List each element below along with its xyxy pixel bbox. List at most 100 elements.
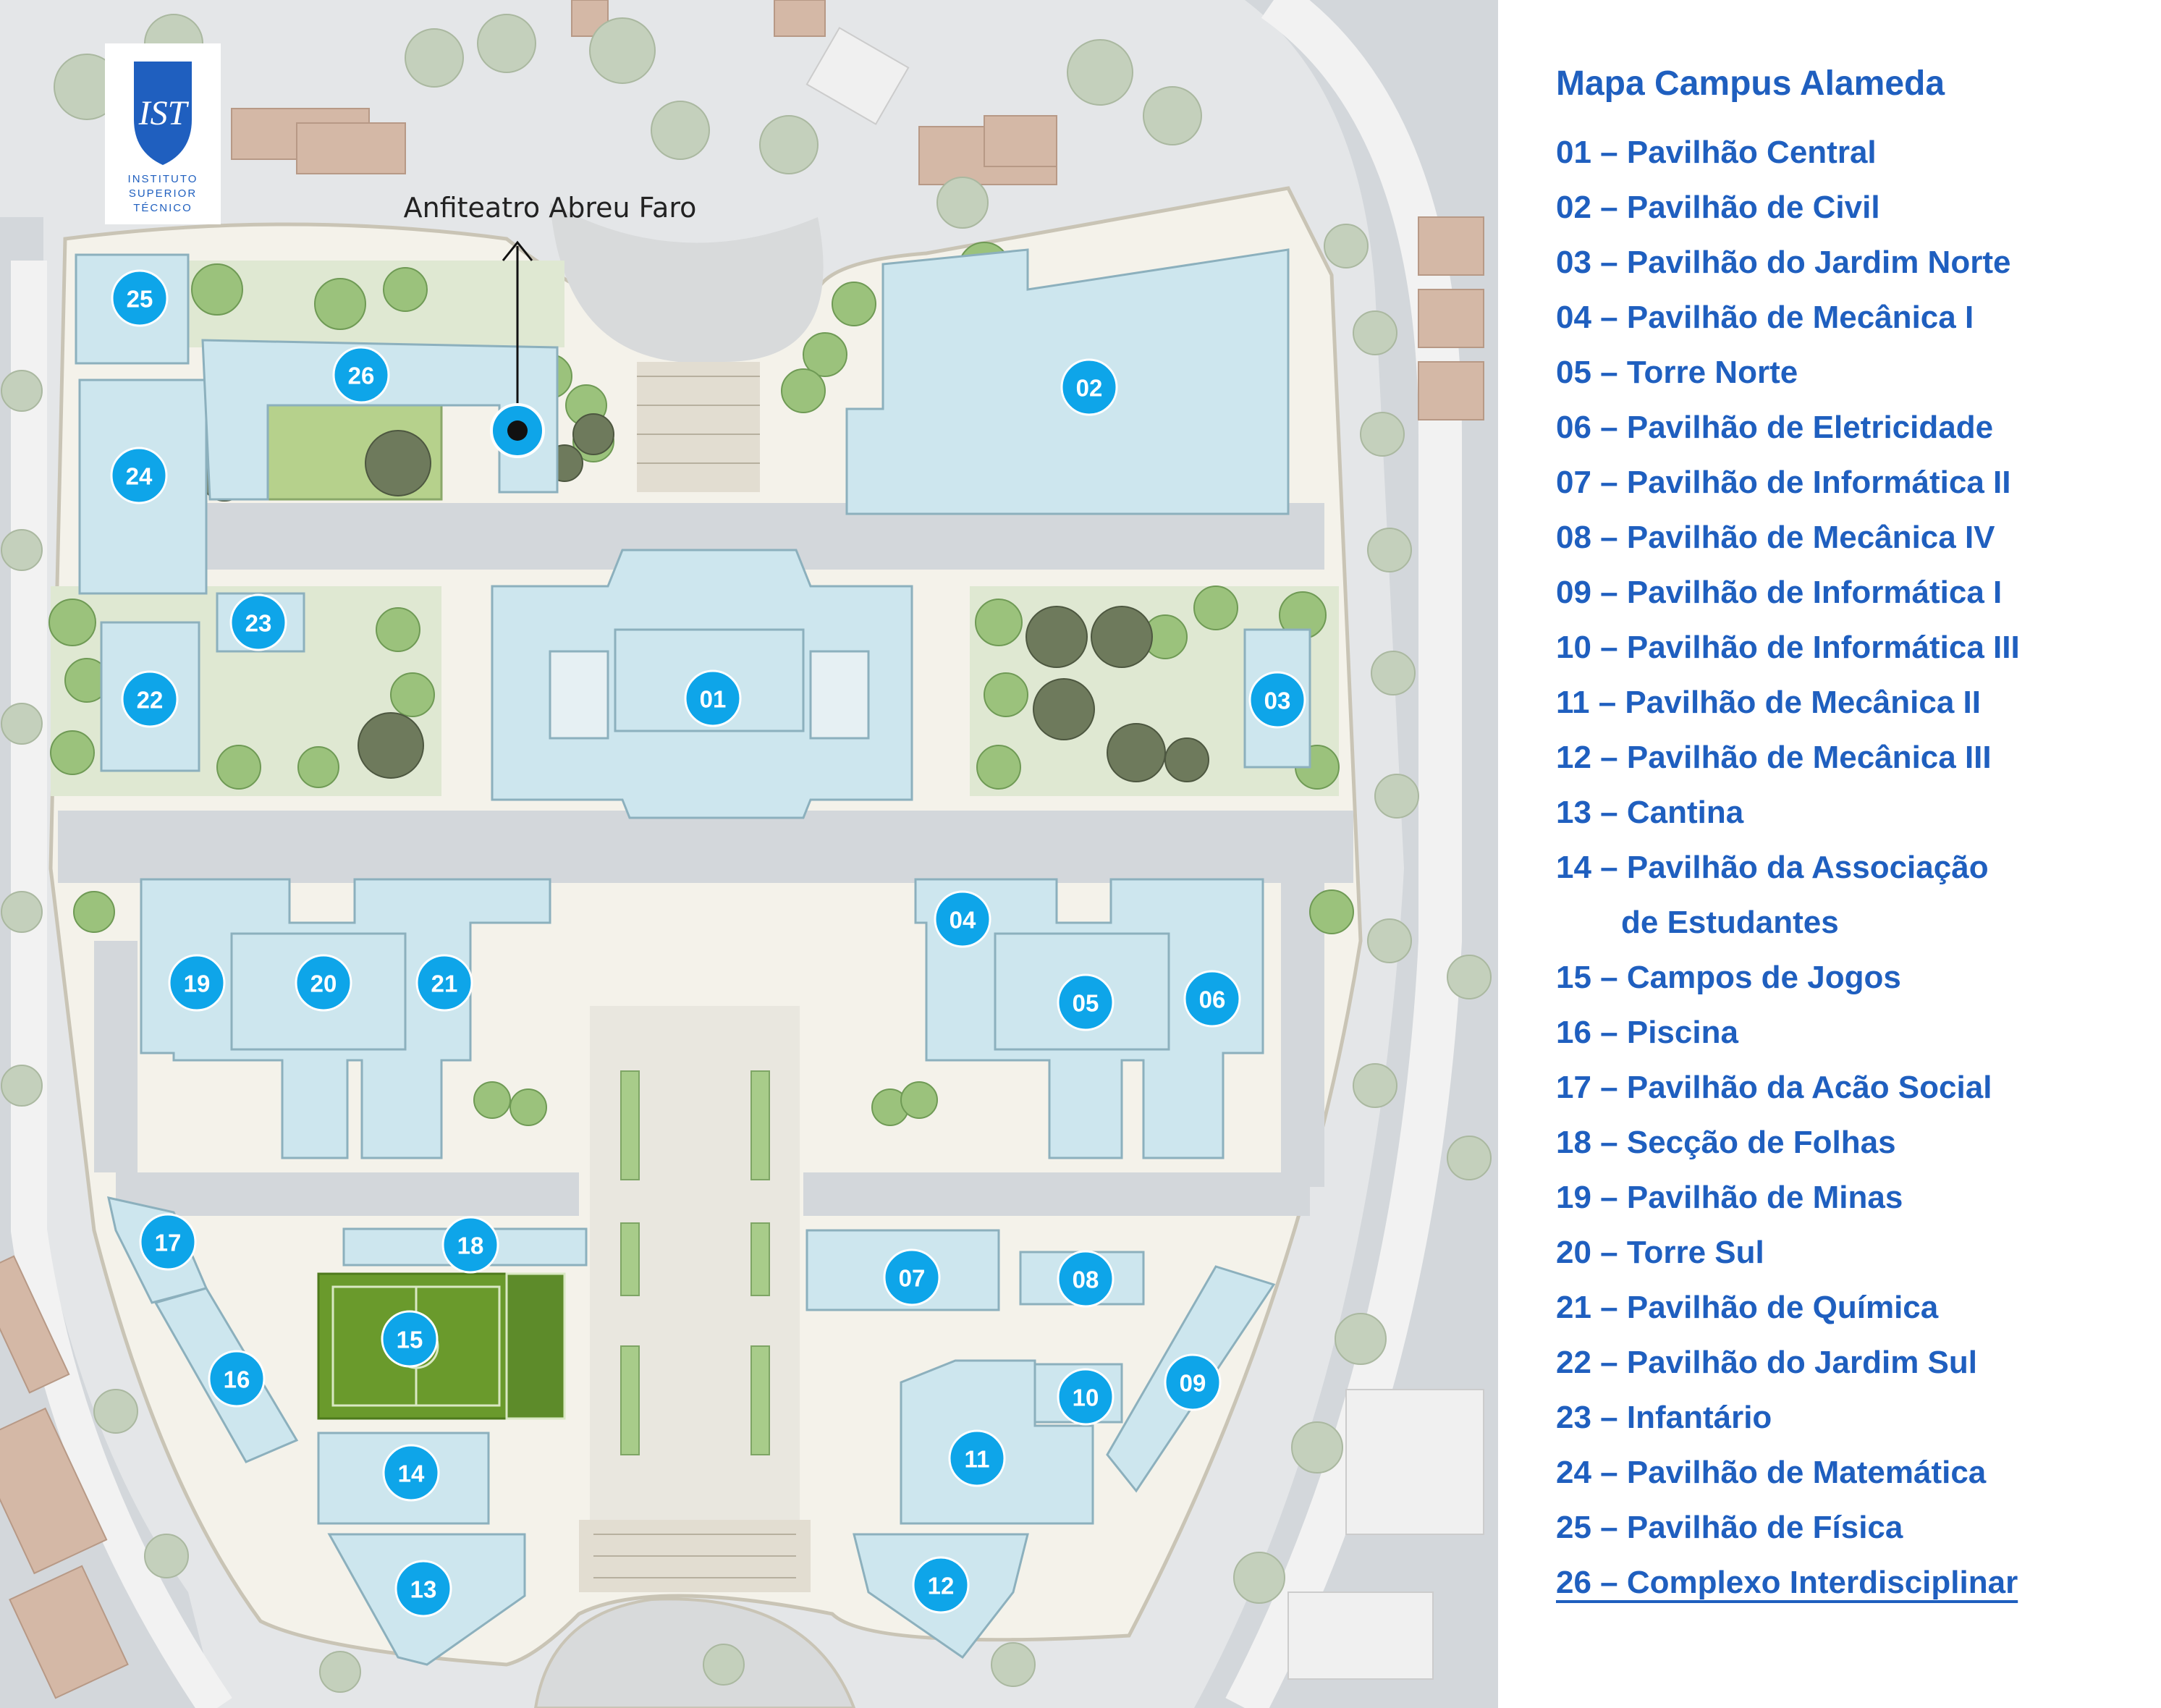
building-marker-19[interactable]: 19	[168, 954, 226, 1012]
building-marker-16[interactable]: 16	[208, 1350, 266, 1408]
campus-map: IST INSTITUTO SUPERIOR TÉCNICO Anfiteatr…	[0, 0, 1498, 1708]
building-marker-09[interactable]: 09	[1164, 1353, 1222, 1411]
legend-item: 17 – Pavilhão da Acão Social	[1556, 1070, 1992, 1105]
marker-circle	[415, 954, 473, 1012]
marker-circle	[912, 1556, 970, 1614]
legend-item: 18 – Secção de Folhas	[1556, 1125, 1896, 1160]
marker-label: 26	[348, 363, 375, 389]
building-marker-25[interactable]: 25	[111, 269, 169, 327]
marker-label: 08	[1073, 1267, 1099, 1293]
marker-label: 10	[1073, 1384, 1099, 1411]
marker-label: 03	[1264, 688, 1291, 714]
west-road-strip	[94, 941, 138, 1172]
legend-item: 06 – Pavilhão de Eletricidade	[1556, 410, 1994, 445]
legend-item: 24 – Pavilhão de Matemática	[1556, 1455, 1987, 1490]
building-marker-24[interactable]: 24	[110, 447, 168, 504]
building-marker-11[interactable]: 11	[948, 1429, 1006, 1487]
marker-label: 02	[1076, 375, 1103, 402]
marker-circle	[684, 669, 742, 727]
central-internal-road	[58, 811, 1353, 883]
building-marker-07[interactable]: 07	[883, 1248, 941, 1306]
marker-circle	[110, 447, 168, 504]
legend-item: 12 – Pavilhão de Mecânica III	[1556, 740, 1992, 775]
marker-circle	[1057, 1250, 1115, 1308]
marker-circle	[394, 1560, 452, 1618]
building-marker-06[interactable]: 06	[1183, 970, 1241, 1028]
building-marker-08[interactable]: 08	[1057, 1250, 1115, 1308]
ist-logo: IST INSTITUTO SUPERIOR TÉCNICO	[105, 43, 221, 224]
marker-label: 24	[126, 463, 153, 490]
building-marker-12[interactable]: 12	[912, 1556, 970, 1614]
legend-item: 26 – Complexo Interdisciplinar	[1556, 1565, 2018, 1600]
marker-label: 21	[431, 971, 458, 997]
building-marker-23[interactable]: 23	[229, 593, 287, 651]
marker-label: 13	[410, 1576, 437, 1603]
marker-circle	[1057, 1368, 1115, 1426]
marker-circle	[948, 1429, 1006, 1487]
anfiteatro-label: Anfiteatro Abreu Faro	[404, 192, 697, 224]
building-markers: 01 02 03 04 05 06 07 08 09 10 11 12 13 14 15 16 17 18 19 20…	[110, 269, 1306, 1618]
building-marker-21[interactable]: 21	[415, 954, 473, 1012]
building-marker-20[interactable]: 20	[295, 954, 352, 1012]
building-marker-04[interactable]: 04	[934, 890, 991, 948]
legend-item: 08 – Pavilhão de Mecânica IV	[1556, 520, 1995, 555]
surrounding-houses	[0, 0, 1484, 1699]
marker-circle	[332, 346, 390, 404]
legend-item: 01 – Pavilhão Central	[1556, 135, 1877, 170]
building-marker-15[interactable]: 15	[381, 1310, 439, 1368]
legend-item: 09 – Pavilhão de Informática I	[1556, 575, 2003, 610]
east-road-strip	[1281, 883, 1324, 1187]
marker-circle	[111, 269, 169, 327]
marker-label: 25	[127, 286, 153, 313]
marker-label: 12	[928, 1573, 955, 1599]
marker-circle	[1248, 671, 1306, 729]
legend-item: 04 – Pavilhão de Mecânica I	[1556, 300, 1974, 335]
marker-label: 18	[457, 1233, 484, 1259]
legend-item: 02 – Pavilhão de Civil	[1556, 190, 1880, 225]
marker-label: 11	[965, 1446, 990, 1473]
legend-item: 20 – Torre Sul	[1556, 1235, 1764, 1270]
map-legend: Mapa Campus Alameda 01 – Pavilhão Centra…	[1556, 64, 2135, 1610]
marker-label: 14	[398, 1460, 425, 1487]
marker-circle	[1183, 970, 1241, 1028]
marker-label: 22	[137, 687, 164, 714]
marker-circle	[1164, 1353, 1222, 1411]
marker-circle	[121, 670, 179, 728]
marker-circle	[1057, 973, 1115, 1031]
legend-list: 01 – Pavilhão Central 02 – Pavilhão de Ci…	[1556, 125, 2135, 1610]
marker-label: 17	[155, 1230, 182, 1256]
building-marker-01[interactable]: 01	[684, 669, 742, 727]
legend-item: 15 – Campos de Jogos	[1556, 960, 1901, 995]
marker-circle	[139, 1213, 197, 1271]
legend-item: 25 – Pavilhão de Física	[1556, 1510, 1903, 1545]
logo-line-2: SUPERIOR	[129, 187, 197, 200]
marker-circle	[168, 954, 226, 1012]
building-marker-18[interactable]: 18	[441, 1216, 499, 1274]
building-marker-10[interactable]: 10	[1057, 1368, 1115, 1426]
marker-circle	[934, 890, 991, 948]
marker-circle	[295, 954, 352, 1012]
marker-label: 20	[310, 971, 337, 997]
legend-item: 23 – Infantário	[1556, 1400, 1772, 1435]
legend-item: 07 – Pavilhão de Informática II	[1556, 465, 2011, 500]
marker-circle	[381, 1310, 439, 1368]
buildings	[75, 248, 1311, 1666]
building-marker-13[interactable]: 13	[394, 1560, 452, 1618]
building-marker-05[interactable]: 05	[1057, 973, 1115, 1031]
building-marker-17[interactable]: 17	[139, 1213, 197, 1271]
building-marker-02[interactable]: 02	[1060, 358, 1118, 416]
marker-label: 04	[950, 907, 976, 934]
building-marker-26[interactable]: 26	[332, 346, 390, 404]
marker-label: 05	[1073, 990, 1099, 1017]
building-marker-22[interactable]: 22	[121, 670, 179, 728]
south-west-road	[116, 1172, 579, 1216]
marker-circle	[1060, 358, 1118, 416]
building-marker-14[interactable]: 14	[382, 1444, 440, 1502]
marker-circle	[382, 1444, 440, 1502]
marker-label: 23	[245, 610, 272, 637]
logo-line-1: INSTITUTO	[128, 173, 198, 185]
marker-label: 15	[397, 1327, 423, 1353]
building-marker-03[interactable]: 03	[1248, 671, 1306, 729]
logo-line-3: TÉCNICO	[133, 202, 193, 214]
legend-item: 03 – Pavilhão do Jardim Norte	[1556, 245, 2011, 280]
